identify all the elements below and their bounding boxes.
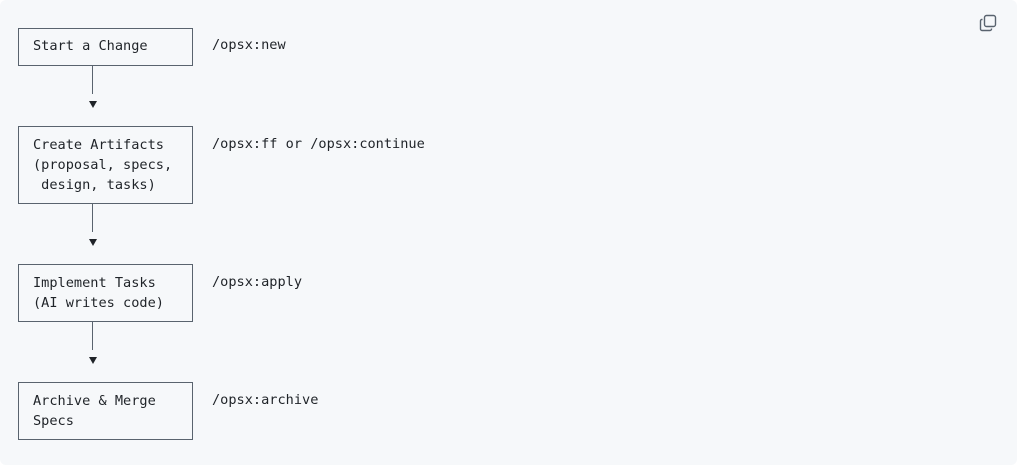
step-label: Create Artifacts xyxy=(33,137,164,153)
step-label: design, tasks) xyxy=(33,177,156,193)
step-label: Specs xyxy=(33,413,74,429)
connector-line xyxy=(92,204,93,232)
step-label: (proposal, specs, xyxy=(33,157,173,173)
step-label: (AI writes code) xyxy=(33,295,164,311)
step-label: Start a Change xyxy=(33,38,148,54)
connector-line xyxy=(92,66,93,94)
command-apply: /opsx:apply xyxy=(212,274,303,290)
arrow-down-icon xyxy=(89,239,97,246)
command-archive: /opsx:archive xyxy=(212,392,319,408)
arrow-down-icon xyxy=(89,101,97,108)
step-create-artifacts-box: Create Artifacts (proposal, specs, desig… xyxy=(18,126,193,204)
step-label: Archive & Merge xyxy=(33,393,156,409)
step-archive-merge-box: Archive & Merge Specs xyxy=(18,382,193,440)
command-new: /opsx:new xyxy=(212,37,286,53)
copy-button[interactable] xyxy=(979,14,997,32)
step-label: Implement Tasks xyxy=(33,275,156,291)
step-start-change-box: Start a Change xyxy=(18,28,193,66)
step-implement-tasks-box: Implement Tasks (AI writes code) xyxy=(18,264,193,322)
connector-line xyxy=(92,322,93,350)
arrow-down-icon xyxy=(89,357,97,364)
copy-icon xyxy=(979,14,997,32)
command-ff-continue: /opsx:ff or /opsx:continue xyxy=(212,136,425,152)
